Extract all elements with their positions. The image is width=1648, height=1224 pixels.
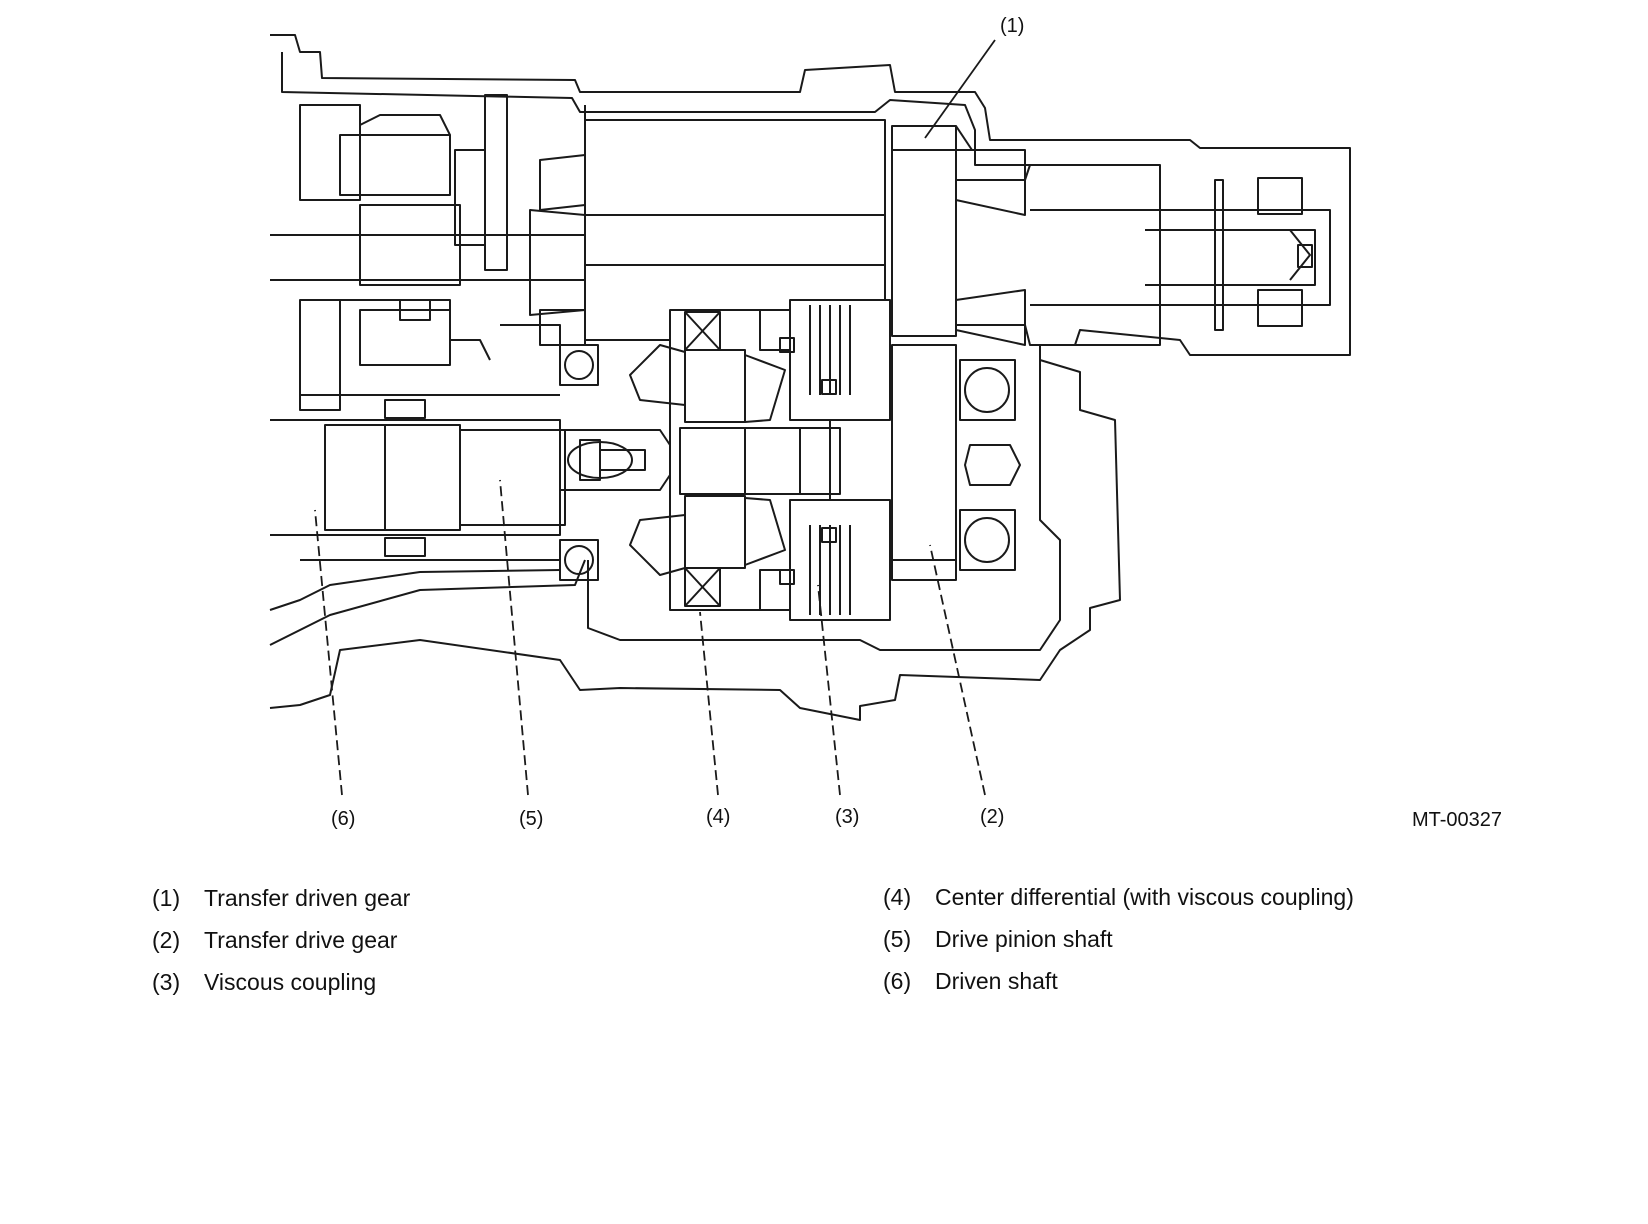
legend-number: (4)	[883, 884, 912, 910]
transfer-driven-gear	[891, 125, 973, 337]
ball-bearings	[559, 344, 1021, 581]
legend-number: (3)	[152, 969, 181, 995]
legend-text: Transfer driven gear	[204, 885, 411, 911]
legend-number: (1)	[152, 885, 181, 911]
callout-5: (5)	[519, 808, 543, 830]
legend-item-4: (4) Center differential (with viscous cou…	[883, 884, 1354, 911]
leader-line-6	[314, 509, 343, 796]
legend-number: (6)	[883, 968, 912, 994]
callout-3: (3)	[835, 806, 859, 828]
leader-line-4	[699, 611, 719, 796]
leader-line-3	[817, 584, 841, 796]
transmission-case-outline	[269, 34, 1351, 721]
legend-item-6: (6) Driven shaft	[883, 968, 1058, 995]
figure-code: MT-00327	[1412, 809, 1503, 831]
drive-pinion-shaft	[270, 394, 566, 561]
legend-number: (2)	[152, 927, 181, 953]
callout-2: (2)	[980, 806, 1004, 828]
viscous-coupling	[759, 299, 891, 621]
legend-item-1: (1) Transfer driven gear	[152, 885, 410, 912]
legend-text: Center differential (with viscous coupli…	[935, 884, 1354, 910]
leader-line-2	[929, 544, 986, 796]
legend-item-3: (3) Viscous coupling	[152, 969, 376, 996]
leader-line-5	[499, 479, 529, 796]
leader-line-1	[924, 39, 996, 139]
legend-text: Drive pinion shaft	[935, 926, 1113, 952]
legend-number: (5)	[883, 926, 912, 952]
legend-text: Driven shaft	[935, 968, 1058, 994]
callout-1: (1)	[1000, 15, 1024, 37]
legend-text: Transfer drive gear	[204, 927, 398, 953]
legend-text: Viscous coupling	[204, 969, 377, 995]
pinion-nut	[559, 429, 681, 491]
callout-4: (4)	[706, 806, 730, 828]
legend-item-2: (2) Transfer drive gear	[152, 927, 397, 954]
left-gear-cluster	[270, 94, 585, 411]
transfer-drive-gear	[891, 344, 957, 581]
callout-6: (6)	[331, 808, 355, 830]
legend-item-5: (5) Drive pinion shaft	[883, 926, 1113, 953]
